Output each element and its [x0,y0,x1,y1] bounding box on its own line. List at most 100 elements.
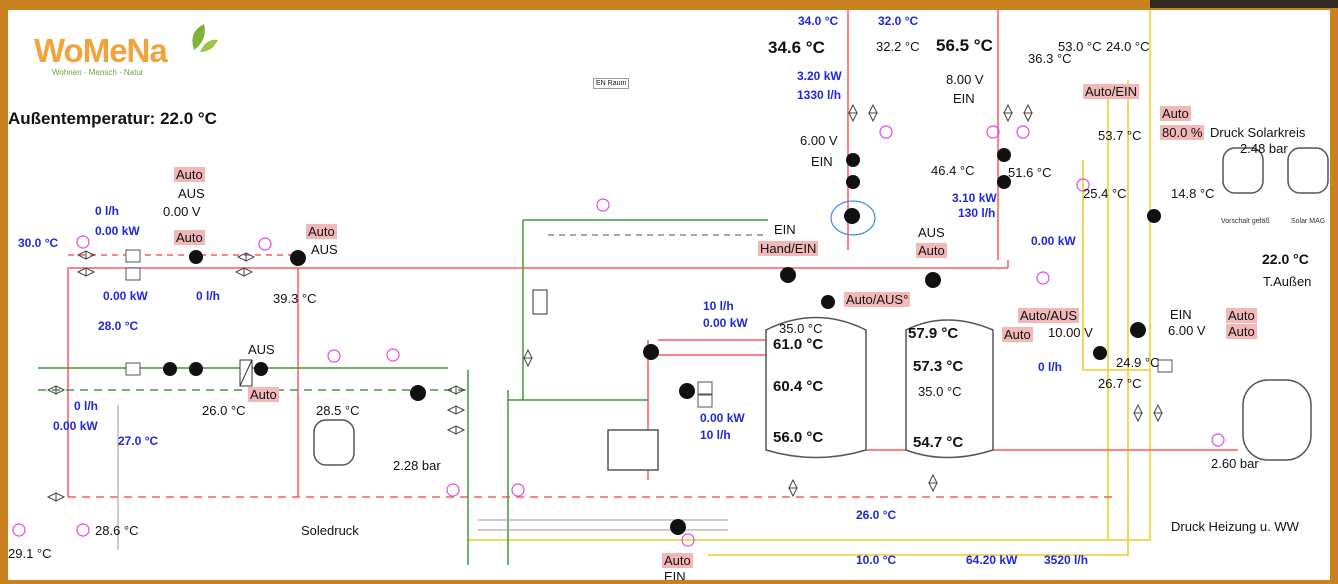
tank-top-temperature: 56.5 °C [936,36,993,55]
auto-toggle-right-2[interactable]: Auto [1226,324,1257,339]
outdoor-right-label: T.Außen [1263,274,1312,289]
left-power-2: 0.00 kW [103,289,148,303]
solar-pressure-label: Druck Solarkreis [1210,125,1306,140]
left-aus-label-2: AUS [311,242,338,257]
solar-pressure: 2.48 bar [1240,141,1288,156]
control-lines [117,405,728,550]
total-power: 64.20 kW [966,553,1018,567]
left-temp: 30.0 °C [18,236,59,250]
buffer-temp-top: 61.0 °C [773,336,824,353]
solar-auto-toggle[interactable]: Auto [1160,106,1191,121]
room-label: EN Raum [593,78,630,89]
mid-temp-2: 51.6 °C [1008,165,1052,180]
left-temp-29: 29.1 °C [8,546,52,561]
temp-top-a: 34.0 °C [798,14,839,28]
tank-temp-small: 36.3 °C [1028,51,1072,66]
hand-ein-toggle[interactable]: Hand/EIN [758,241,819,256]
brine-temp: 28.5 °C [316,403,360,418]
mid-temp-4: 26.7 °C [1098,376,1142,391]
center-flow-2: 10 l/h [700,428,731,442]
heating-pressure-label: Druck Heizung u. WW [1171,519,1299,534]
solar-temp-2: 25.4 °C [1083,186,1127,201]
collector-temp-small: 32.2 °C [876,39,920,54]
center-power-2: 0.00 kW [700,411,745,425]
left-temp-28-6: 28.6 °C [95,523,139,538]
dhw-temp-top: 57.9 °C [908,325,959,342]
valve-symbols [46,103,1163,502]
storage-tanks [313,147,1329,471]
left-flow-2: 0 l/h [196,289,221,303]
left-return-temp: 39.3 °C [273,291,317,306]
heating-pressure: 2.60 bar [1211,456,1259,471]
pump-ein-label: EIN [774,222,796,237]
pump-auto-toggle[interactable]: Auto [916,243,947,258]
left-auto-toggle-3[interactable]: Auto [306,224,337,239]
pump-voltage-right: 6.00 V [1168,323,1206,338]
left-temp-26: 26.0 °C [202,403,246,418]
auto-ein-toggle[interactable]: Auto/EIN [1083,84,1140,99]
mid-voltage-2: 10.00 V [1048,325,1093,340]
left-temp-28: 28.0 °C [98,319,139,333]
bottom-temp-26: 26.0 °C [856,508,897,522]
brine-pipes [38,219,768,565]
mid-power: 3.10 kW [952,191,997,205]
left-auto-toggle-2[interactable]: Auto [174,230,205,245]
temp-top-b: 32.0 °C [878,14,919,28]
pump-aus-label: AUS [918,225,945,240]
pipe-schematic [12,10,1329,565]
solar-pump-percent[interactable]: 80.0 % [1160,125,1205,140]
bottom-ein-label: EIN [664,569,686,580]
center-flow: 10 l/h [703,299,734,313]
dhw-temp-mid: 57.3 °C [913,358,964,375]
tank-temp-far2: 24.0 °C [1106,39,1150,54]
outdoor-temperature: Außentemperatur: 22.0 °C [8,109,217,128]
sensor-symbols [12,125,1225,547]
collector-temperature: 34.6 °C [768,38,825,57]
logo-wordmark: WoMeNa [34,32,168,69]
left-power-1: 0.00 kW [95,224,140,238]
hydraulic-diagram-panel: WoMeNa Wohnen · Mensch · Natur EN Raum A… [8,10,1330,580]
auto-toggle-3[interactable]: Auto [1002,327,1033,342]
pump-voltage-mid: 6.00 V [800,133,838,148]
mid-flow-2: 0 l/h [1038,360,1063,374]
left-temp-27: 27.0 °C [118,434,159,448]
dhw-temp-bottom: 54.7 °C [913,434,964,451]
auto-toggle-right-1[interactable]: Auto [1226,308,1257,323]
left-flow-3: 0 l/h [74,399,99,413]
pump-state-top: EIN [953,91,975,106]
heat-exchanger-2 [532,289,548,315]
total-flow: 3520 l/h [1044,553,1089,567]
center-power: 0.00 kW [703,316,748,330]
solar-vessel-label: Vorschalt gefäß [1221,218,1270,225]
pump-voltage-top: 8.00 V [946,72,984,87]
return-pipes [67,10,1238,498]
left-auto-toggle-1[interactable]: Auto [174,167,205,182]
pump-symbols [163,148,1161,535]
left-aus-label-3: AUS [248,342,275,357]
pump-ein-right: EIN [1170,307,1192,322]
outdoor-right-temp: 22.0 °C [1262,251,1309,267]
logo-tagline: Wohnen · Mensch · Natur [52,68,144,77]
bottom-auto-toggle[interactable]: Auto [662,553,693,568]
solar-mag-label: Solar MAG [1291,218,1326,225]
auto-aus-toggle-1[interactable]: Auto/AUS° [844,292,911,307]
auto-aus-toggle-2[interactable]: Auto/AUS [1018,308,1080,323]
left-power-3: 0.00 kW [53,419,98,433]
bottom-temp-10: 10.0 °C [856,553,897,567]
buffer-temp-bottom: 56.0 °C [773,429,824,446]
solar-power: 3.20 kW [797,69,842,83]
left-auto-toggle-4[interactable]: Auto [248,387,279,402]
solar-flow: 1330 l/h [797,88,842,102]
mid-temp-3: 24.9 °C [1116,355,1160,370]
left-aus-label: AUS [178,186,205,201]
buffer-temp-mid: 60.4 °C [773,378,824,395]
left-flow-1: 0 l/h [95,204,120,218]
window-corner [1150,0,1338,8]
leaf-icon [192,24,218,52]
solar-temp-1: 53.7 °C [1098,128,1142,143]
brine-pressure-label: Soledruck [301,523,359,538]
meter-boxes [125,249,1173,408]
womena-logo: WoMeNa Wohnen · Mensch · Natur [34,32,168,77]
mid-temp-1: 46.4 °C [931,163,975,178]
